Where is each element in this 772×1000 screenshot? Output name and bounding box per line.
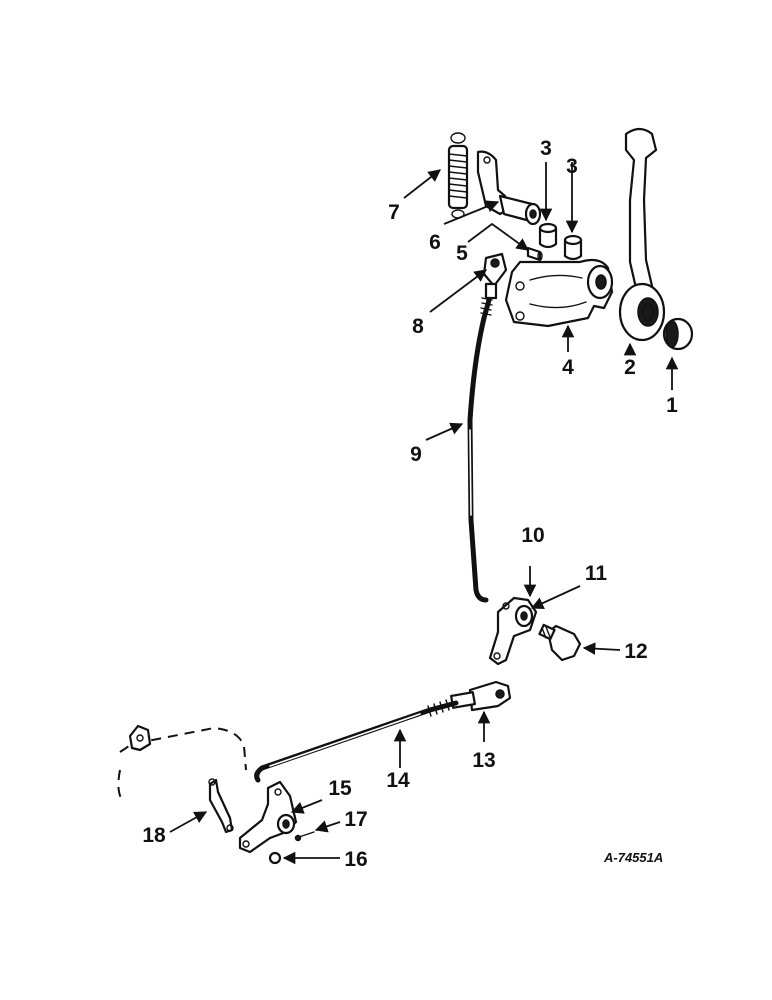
callout-5: 5 <box>456 242 468 265</box>
callout-7: 7 <box>388 201 400 224</box>
callout-1: 1 <box>666 394 678 417</box>
bellcrank-part <box>488 596 538 666</box>
callout-3-right: 3 <box>566 155 578 178</box>
control-rod-part <box>467 297 493 603</box>
callout-labels: 1 2 3 3 4 5 6 7 8 9 10 11 12 13 14 15 16… <box>142 137 678 871</box>
callout-3-left: 3 <box>540 137 552 160</box>
callout-9: 9 <box>410 443 422 466</box>
lower-rod-part <box>254 699 459 783</box>
callout-11: 11 <box>585 562 608 585</box>
callout-14: 14 <box>386 769 410 792</box>
leader-lines <box>169 162 679 865</box>
bracket-pin-part <box>208 778 234 834</box>
callout-10: 10 <box>521 524 544 547</box>
rod-yoke-part <box>482 252 508 300</box>
callout-17: 17 <box>344 808 367 831</box>
callout-13: 13 <box>472 749 495 772</box>
housing-outline <box>117 724 247 801</box>
callout-15: 15 <box>328 777 352 800</box>
bushing-part-left <box>538 222 558 249</box>
cotter-pin-part <box>294 831 315 842</box>
washer-part <box>268 851 282 865</box>
lever-arm-part <box>476 150 542 226</box>
lower-arm-part <box>238 780 298 854</box>
hand-lever-part <box>618 127 666 342</box>
callout-16: 16 <box>344 848 367 871</box>
bushing-part-right <box>563 234 583 261</box>
rod-end-part <box>450 680 512 712</box>
spring-part <box>447 132 469 219</box>
knob-part <box>662 317 694 351</box>
callout-12: 12 <box>624 640 647 663</box>
callout-6: 6 <box>429 231 441 254</box>
pin-part <box>526 246 543 262</box>
bolt-part <box>538 623 582 662</box>
figure-code: A-74551A <box>603 850 663 865</box>
bracket-part <box>504 258 614 328</box>
callout-2: 2 <box>624 356 636 379</box>
callout-18: 18 <box>142 824 166 847</box>
callout-4: 4 <box>562 356 574 379</box>
callout-8: 8 <box>412 315 424 338</box>
